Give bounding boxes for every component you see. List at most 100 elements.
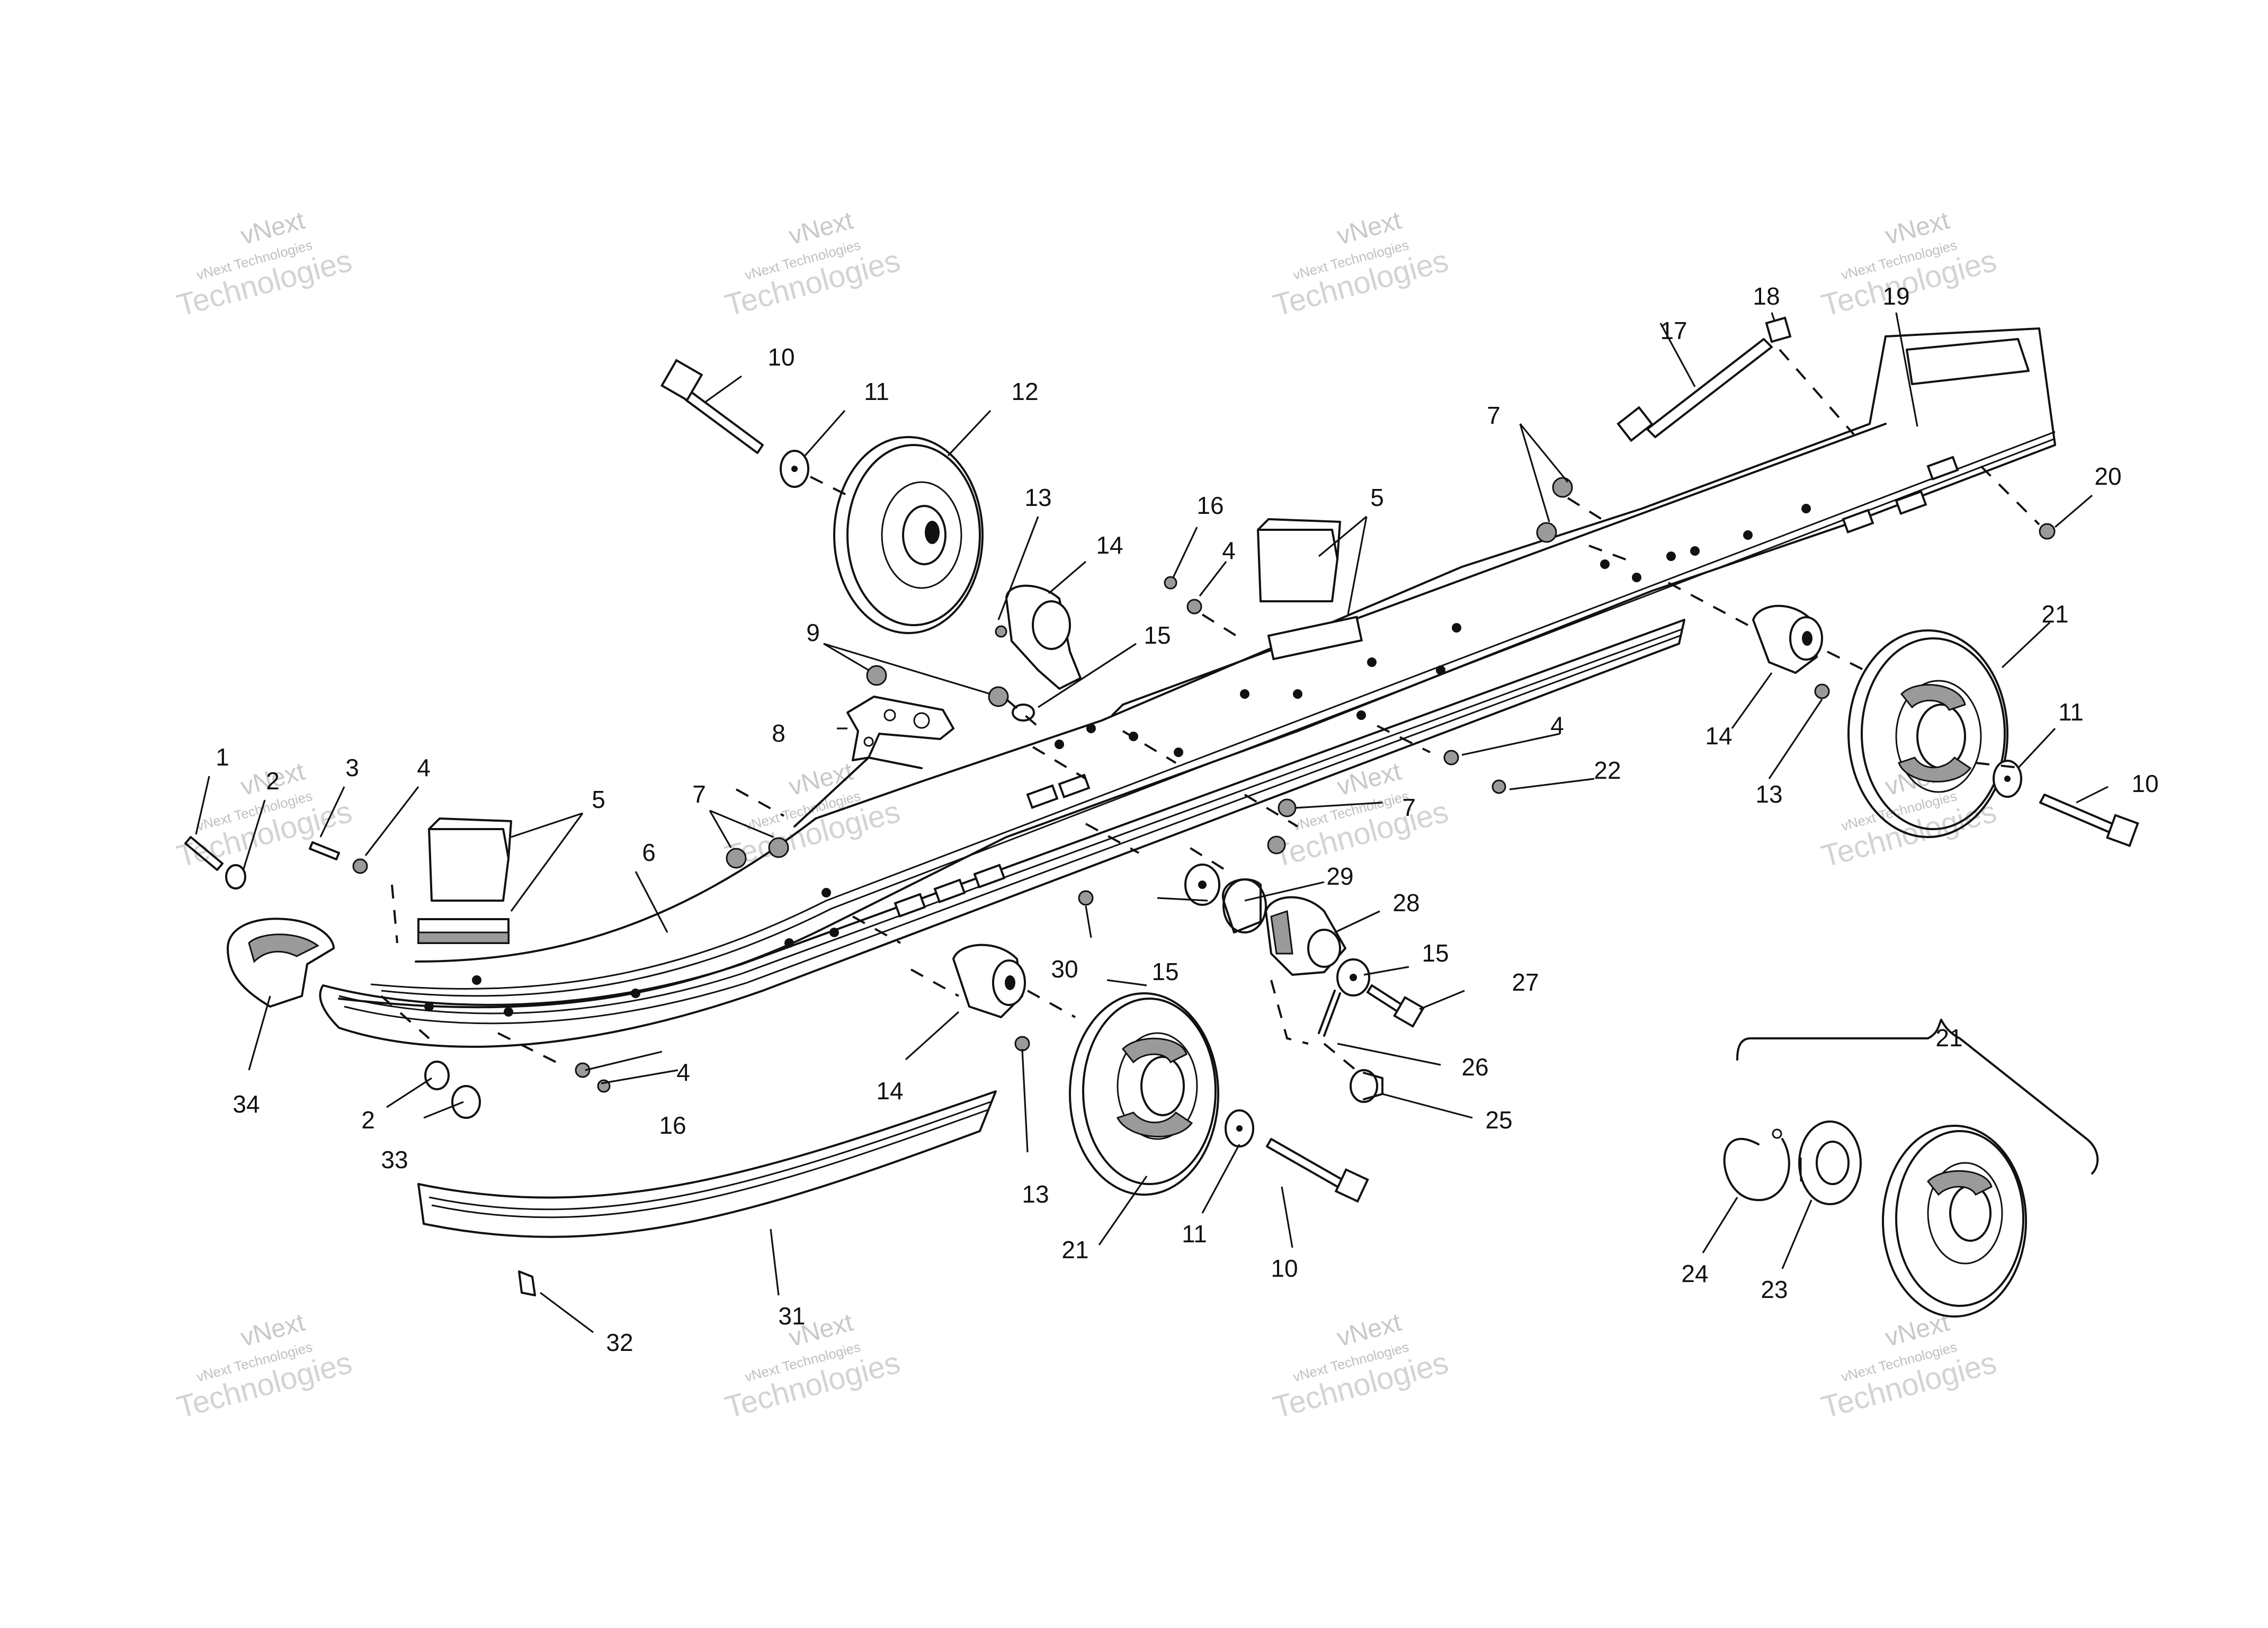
label-7: 7 [692, 780, 706, 808]
label-23: 23 [1761, 1276, 1788, 1303]
label-13: 13 [1022, 1180, 1049, 1208]
wheel-assembly-21-bracket [1736, 1019, 2099, 1175]
label-11: 11 [864, 378, 889, 405]
label-22: 22 [1594, 757, 1621, 784]
label-7: 7 [1487, 402, 1501, 429]
label-5: 5 [592, 786, 605, 813]
rail-mount-block-5-right [1257, 518, 1363, 661]
label-17: 17 [1660, 317, 1687, 344]
watermark: vNext vNext Technologies Technologies [721, 207, 904, 323]
shock-mount-14-right [1752, 604, 1823, 674]
label-14: 14 [876, 1077, 903, 1105]
idler-wheel-21-detail [1882, 1125, 2027, 1318]
rail-holes [424, 504, 1811, 1017]
bolt-1 [184, 836, 224, 871]
bolt-3 [309, 841, 340, 860]
label-25: 25 [1485, 1106, 1512, 1134]
label-10: 10 [1271, 1255, 1298, 1282]
label-15: 15 [1422, 939, 1449, 967]
label-24: 24 [1681, 1260, 1708, 1287]
leader-lines [195, 312, 2109, 1333]
label-7: 7 [1402, 794, 1416, 821]
label-16: 16 [1196, 492, 1224, 519]
bolt-10-bottom [1266, 1138, 1369, 1203]
label-2: 2 [266, 767, 280, 795]
label-10: 10 [2131, 770, 2158, 797]
idler-wheel-21-right [1847, 629, 2008, 838]
washer-11-right [1993, 760, 2022, 798]
bearing-23 [1798, 1120, 1862, 1205]
washer-15-top [1012, 704, 1035, 722]
watermark: vNext vNext Technologies Technologies [173, 1309, 355, 1425]
shock-mount-14-lower [952, 944, 1026, 1018]
part-labels: 1 2 3 4 5 6 7 8 9 10 11 12 13 14 15 16 4… [216, 282, 2158, 1356]
rail-mount-block-5-left [417, 817, 512, 944]
label-12: 12 [1011, 378, 1038, 405]
upper-rail [338, 327, 2056, 1009]
label-15: 15 [1151, 958, 1178, 985]
label-33: 33 [381, 1146, 408, 1173]
bolt-10-right [2039, 794, 2139, 848]
label-8: 8 [772, 719, 785, 747]
cotter-pin-26 [1318, 990, 1341, 1037]
rail-bracket-8 [846, 696, 954, 761]
label-1: 1 [216, 743, 229, 771]
idler-wheel-12 [833, 436, 984, 634]
rail-slots [894, 456, 1959, 918]
label-6: 6 [642, 839, 656, 866]
bolt-27 [1367, 984, 1425, 1028]
label-21: 21 [2041, 600, 2068, 628]
label-11: 11 [2058, 698, 2084, 726]
label-2: 2 [361, 1106, 375, 1134]
label-31: 31 [778, 1302, 805, 1330]
label-4: 4 [1222, 537, 1236, 564]
label-5: 5 [1370, 484, 1384, 511]
label-19: 19 [1882, 282, 1909, 310]
label-14: 14 [1096, 531, 1123, 559]
label-32: 32 [606, 1329, 633, 1356]
small-nuts [352, 477, 2056, 1093]
long-bolt-17 [1617, 338, 1773, 442]
label-29: 29 [1326, 862, 1353, 890]
label-21: 21 [1935, 1024, 1962, 1052]
pivot-pin-25 [1350, 1069, 1383, 1103]
label-4: 4 [1550, 711, 1564, 739]
alignment-lines [380, 349, 2040, 1071]
label-21: 21 [1061, 1236, 1088, 1264]
label-30: 30 [1051, 955, 1078, 983]
label-13: 13 [1755, 780, 1782, 808]
label-3: 3 [345, 754, 359, 781]
washer-11-top [780, 450, 809, 488]
front-bumper [227, 918, 335, 1008]
bolt-10-top [660, 359, 764, 454]
label-16: 16 [659, 1111, 686, 1139]
label-11: 11 [1182, 1220, 1207, 1248]
label-9: 9 [806, 619, 820, 646]
label-4: 4 [676, 1058, 690, 1086]
lower-rail [319, 619, 1685, 1048]
label-26: 26 [1461, 1053, 1488, 1081]
label-15: 15 [1144, 621, 1171, 649]
bushing-33 [451, 1085, 481, 1119]
shock-mount-14-upper [1005, 584, 1082, 690]
label-20: 20 [2094, 462, 2121, 490]
label-28: 28 [1392, 889, 1419, 917]
label-18: 18 [1753, 282, 1780, 310]
pivot-arm-28 [1265, 896, 1346, 976]
nut-18 [1765, 316, 1792, 343]
watermark: vNext vNext Technologies Technologies [1270, 207, 1452, 323]
washer-2 [225, 864, 450, 1090]
idler-wheel-21-center [1069, 992, 1219, 1196]
washer-15-left [1184, 864, 1220, 906]
label-13: 13 [1024, 484, 1051, 511]
watermark: vNext vNext Technologies Technologies [173, 207, 355, 323]
slider-31 [417, 1090, 997, 1238]
washer-11-bottom [1225, 1109, 1254, 1147]
label-14: 14 [1705, 722, 1732, 750]
watermark: vNext vNext Technologies Technologies [1818, 1309, 2000, 1425]
snap-ring-24 [1723, 1128, 1790, 1202]
bolt-32 [518, 1270, 536, 1296]
label-4: 4 [417, 754, 431, 781]
spacer-29 [1221, 878, 1267, 933]
